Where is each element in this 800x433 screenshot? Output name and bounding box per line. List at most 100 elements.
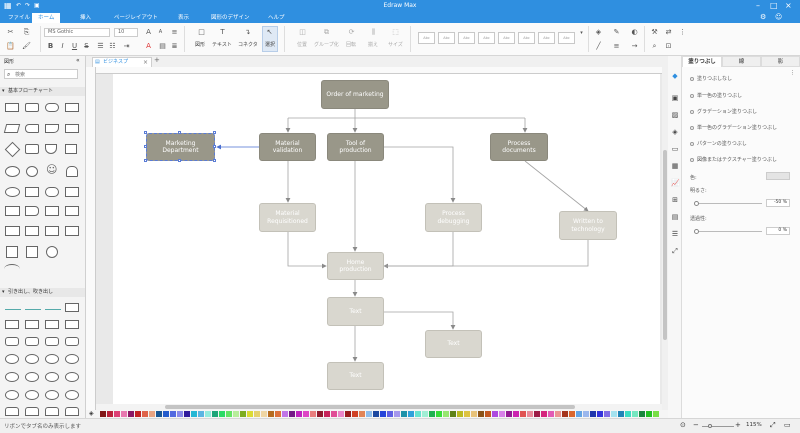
color-swatch[interactable] bbox=[534, 411, 540, 417]
merge-shape[interactable] bbox=[5, 226, 20, 236]
color-swatch[interactable] bbox=[373, 411, 379, 417]
alternate-process-shape[interactable] bbox=[25, 103, 39, 112]
size-label[interactable]: サイズ bbox=[388, 42, 403, 48]
oval-callout-3[interactable] bbox=[45, 354, 59, 364]
font-shrink-icon[interactable]: A bbox=[158, 29, 163, 35]
tab-shadow[interactable]: 影 bbox=[761, 56, 800, 67]
group-label[interactable]: グループ化 bbox=[314, 42, 339, 48]
library-section-callouts[interactable]: ▾ 引き出し、吹き出し bbox=[0, 288, 85, 297]
expand-icon[interactable]: ⤢ bbox=[672, 247, 678, 255]
color-swatch[interactable] bbox=[450, 411, 456, 417]
color-swatch[interactable] bbox=[261, 411, 267, 417]
selection-handle[interactable] bbox=[144, 145, 147, 148]
line-weight-icon[interactable]: ≡ bbox=[613, 42, 620, 50]
burst-callout-1[interactable] bbox=[5, 390, 19, 400]
color-swatch[interactable] bbox=[457, 411, 463, 417]
color-swatch[interactable] bbox=[401, 411, 407, 417]
color-swatch[interactable] bbox=[499, 411, 505, 417]
panel-menu-icon[interactable]: ⋮ bbox=[790, 70, 795, 76]
delay-shape[interactable] bbox=[25, 187, 39, 197]
connector-tool-label[interactable]: コネクタ bbox=[238, 42, 258, 48]
fill-option-picture[interactable]: 図像またはテクスチャー塗りつぶし bbox=[690, 156, 777, 163]
tools-icon[interactable]: ⚒ bbox=[651, 28, 658, 36]
color-swatch[interactable] bbox=[114, 411, 120, 417]
color-swatch[interactable] bbox=[422, 411, 428, 417]
start-shape[interactable] bbox=[5, 187, 20, 197]
connector-shape[interactable] bbox=[46, 246, 58, 258]
cloud-callout-3[interactable] bbox=[45, 372, 59, 382]
color-swatch[interactable] bbox=[590, 411, 596, 417]
collapse-panel-icon[interactable]: « bbox=[76, 57, 80, 64]
color-swatch[interactable] bbox=[464, 411, 470, 417]
grid-icon[interactable]: ▦ bbox=[671, 162, 679, 170]
align-icon[interactable]: ≡ bbox=[171, 28, 178, 36]
color-swatch[interactable] bbox=[324, 411, 330, 417]
format-painter-icon[interactable]: 🖌 bbox=[22, 42, 31, 50]
manual-operation-shape[interactable] bbox=[5, 206, 20, 216]
color-swatch[interactable] bbox=[219, 411, 225, 417]
text-highlight-icon[interactable]: ▤ bbox=[159, 42, 166, 50]
extract-shape[interactable] bbox=[25, 226, 39, 236]
menu-tab-insert[interactable]: 挿入 bbox=[80, 15, 92, 21]
menu-tab-page-layout[interactable]: ページレイアウト bbox=[114, 15, 158, 21]
select-tool-label[interactable]: 選択 bbox=[265, 42, 276, 48]
replace-icon[interactable]: ⇄ bbox=[665, 28, 672, 36]
library-search-input[interactable] bbox=[15, 71, 75, 78]
sort-shape[interactable] bbox=[65, 226, 79, 236]
color-swatch[interactable] bbox=[366, 411, 372, 417]
summing-junction-shape[interactable] bbox=[26, 246, 38, 258]
banner-callout-3[interactable] bbox=[45, 407, 59, 416]
loop-limit-shape[interactable] bbox=[65, 206, 79, 216]
color-swatch[interactable] bbox=[184, 411, 190, 417]
size-icon[interactable]: ⬚ bbox=[392, 28, 399, 36]
color-swatch[interactable] bbox=[275, 411, 281, 417]
cloud-callout-1[interactable] bbox=[5, 372, 19, 382]
node-text-2[interactable]: Text bbox=[425, 330, 482, 358]
maximize-icon[interactable]: □ bbox=[770, 1, 778, 10]
node-order-of-marketing[interactable]: Order of marketing bbox=[321, 80, 389, 109]
color-swatch[interactable] bbox=[436, 411, 442, 417]
node-text-1[interactable]: Text bbox=[327, 297, 384, 326]
color-swatch[interactable] bbox=[170, 411, 176, 417]
color-swatch[interactable] bbox=[387, 411, 393, 417]
color-swatch[interactable] bbox=[583, 411, 589, 417]
fill-option-gradient[interactable]: グラデーション塗りつぶし bbox=[690, 108, 757, 115]
shape-tool-label[interactable]: 図形 bbox=[195, 42, 206, 48]
arrow-style-icon[interactable]: → bbox=[631, 42, 638, 50]
color-swatch[interactable] bbox=[233, 411, 239, 417]
color-swatch[interactable] bbox=[352, 411, 358, 417]
data-icon[interactable]: ▤ bbox=[671, 213, 679, 221]
color-swatch[interactable] bbox=[282, 411, 288, 417]
zoom-in-icon[interactable]: + bbox=[735, 421, 741, 429]
selection-handle[interactable] bbox=[178, 131, 181, 134]
database-shape[interactable] bbox=[66, 166, 78, 177]
brightness-value[interactable]: -50 % bbox=[766, 199, 790, 207]
line-color-icon[interactable]: ✎ bbox=[613, 28, 620, 36]
bullet-list-icon[interactable]: ☰ bbox=[97, 42, 104, 50]
shadow-icon[interactable]: ◐ bbox=[631, 28, 638, 36]
callout-box-2[interactable] bbox=[5, 320, 19, 329]
fill-bucket-icon[interactable]: ◈ bbox=[595, 28, 602, 36]
tab-line[interactable]: 線 bbox=[722, 56, 761, 67]
selection-handle[interactable] bbox=[213, 145, 216, 148]
callout-box-4[interactable] bbox=[45, 320, 59, 329]
shape-style-8[interactable]: Abc bbox=[558, 32, 575, 44]
color-swatch[interactable] bbox=[289, 411, 295, 417]
color-swatch[interactable] bbox=[562, 411, 568, 417]
redo-icon[interactable]: ↷ bbox=[25, 2, 31, 9]
color-swatch[interactable] bbox=[555, 411, 561, 417]
banner-callout-2[interactable] bbox=[25, 407, 39, 416]
color-swatch[interactable] bbox=[506, 411, 512, 417]
document-tab[interactable]: ▤ ビジネスプ × bbox=[92, 57, 152, 67]
terminator-shape[interactable] bbox=[45, 103, 59, 112]
color-swatch[interactable] bbox=[177, 411, 183, 417]
color-swatch[interactable] bbox=[303, 411, 309, 417]
shape-style-5[interactable]: Abc bbox=[498, 32, 515, 44]
color-swatch[interactable] bbox=[527, 411, 533, 417]
or-shape[interactable] bbox=[6, 246, 18, 258]
callout-box-5[interactable] bbox=[65, 320, 79, 329]
color-swatch[interactable] bbox=[618, 411, 624, 417]
color-swatch[interactable] bbox=[240, 411, 246, 417]
library-search-box[interactable]: ⌕ bbox=[4, 69, 78, 79]
shape-tool-icon[interactable]: □ bbox=[198, 28, 205, 36]
